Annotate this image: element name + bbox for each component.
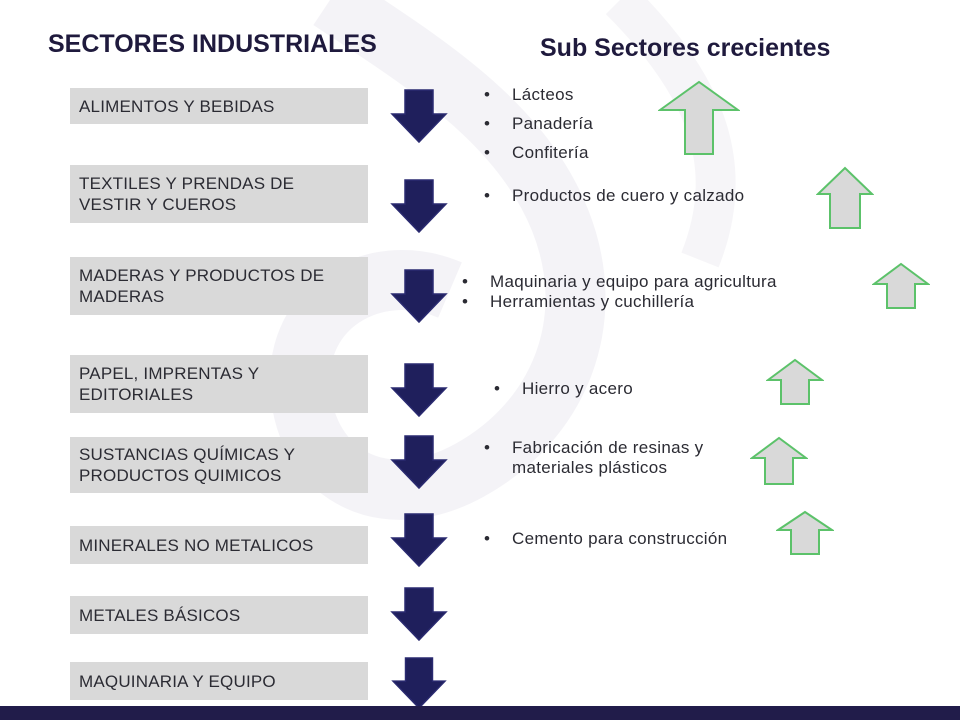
sector-box-textiles: TEXTILES Y PRENDAS DE VESTIR Y CUEROS: [70, 165, 368, 223]
sector-box-metales: METALES BÁSICOS: [70, 596, 368, 634]
subsector-list-quimicos: Fabricación de resinas y materiales plás…: [484, 438, 703, 478]
subsector-item: Hierro y acero: [494, 377, 633, 401]
subsector-item: Cemento para construcción: [484, 527, 727, 551]
sector-label: TEXTILES Y PRENDAS DE VESTIR Y CUEROS: [79, 174, 295, 214]
subsector-item: Productos de cuero y calzado: [484, 184, 744, 208]
sectors-title: SECTORES INDUSTRIALES: [48, 30, 377, 58]
sector-label: ALIMENTOS Y BEBIDAS: [79, 96, 275, 116]
subsector-list-maderas: Maquinaria y equipo para agricultura Her…: [462, 272, 777, 312]
down-arrow-icon: [390, 179, 448, 234]
sector-box-minerales: MINERALES NO METALICOS: [70, 526, 368, 564]
sector-box-maderas: MADERAS Y PRODUCTOS DE MADERAS: [70, 257, 368, 315]
subsector-item: Fabricación de resinas y: [484, 438, 703, 458]
sector-label: MADERAS Y PRODUCTOS DE MADERAS: [79, 266, 325, 306]
sector-label: PAPEL, IMPRENTAS Y EDITORIALES: [79, 364, 259, 404]
down-arrow-icon: [390, 269, 448, 324]
down-arrow-icon: [390, 587, 448, 642]
up-arrow-icon: [658, 80, 740, 155]
down-arrow-icon: [390, 435, 448, 490]
subsector-list-minerales: Cemento para construcción: [484, 527, 727, 551]
up-arrow-icon: [776, 510, 834, 555]
subsector-list-textiles: Productos de cuero y calzado: [484, 184, 744, 208]
subsector-item: materiales plásticos: [512, 458, 668, 477]
up-arrow-icon: [872, 262, 930, 309]
up-arrow-icon: [816, 166, 874, 229]
down-arrow-icon: [390, 89, 448, 144]
subsector-item: Maquinaria y equipo para agricultura: [462, 272, 777, 292]
sector-box-papel: PAPEL, IMPRENTAS Y EDITORIALES: [70, 355, 368, 413]
sector-box-quimicos: SUSTANCIAS QUÍMICAS Y PRODUCTOS QUIMICOS: [70, 437, 368, 493]
sector-box-alimentos: ALIMENTOS Y BEBIDAS: [70, 88, 368, 124]
down-arrow-icon: [391, 657, 447, 710]
subsector-item: Lácteos: [484, 80, 593, 109]
up-arrow-icon: [766, 358, 824, 405]
footer-bar: [0, 706, 960, 720]
down-arrow-icon: [390, 363, 448, 418]
sector-label: MAQUINARIA Y EQUIPO: [79, 671, 276, 691]
up-arrow-icon: [750, 436, 808, 485]
down-arrow-icon: [390, 513, 448, 568]
subsector-item: Panadería: [484, 109, 593, 138]
subsectors-title: Sub Sectores crecientes: [540, 34, 831, 62]
sector-label: METALES BÁSICOS: [79, 605, 241, 625]
sector-label: SUSTANCIAS QUÍMICAS Y PRODUCTOS QUIMICOS: [79, 445, 295, 485]
subsector-list-papel: Hierro y acero: [494, 377, 633, 401]
sector-label: MINERALES NO METALICOS: [79, 535, 314, 555]
subsector-item: Confitería: [484, 138, 593, 167]
subsector-item: Herramientas y cuchillería: [462, 292, 777, 312]
subsector-list-alimentos: Lácteos Panadería Confitería: [484, 80, 593, 167]
sector-box-maquinaria: MAQUINARIA Y EQUIPO: [70, 662, 368, 700]
